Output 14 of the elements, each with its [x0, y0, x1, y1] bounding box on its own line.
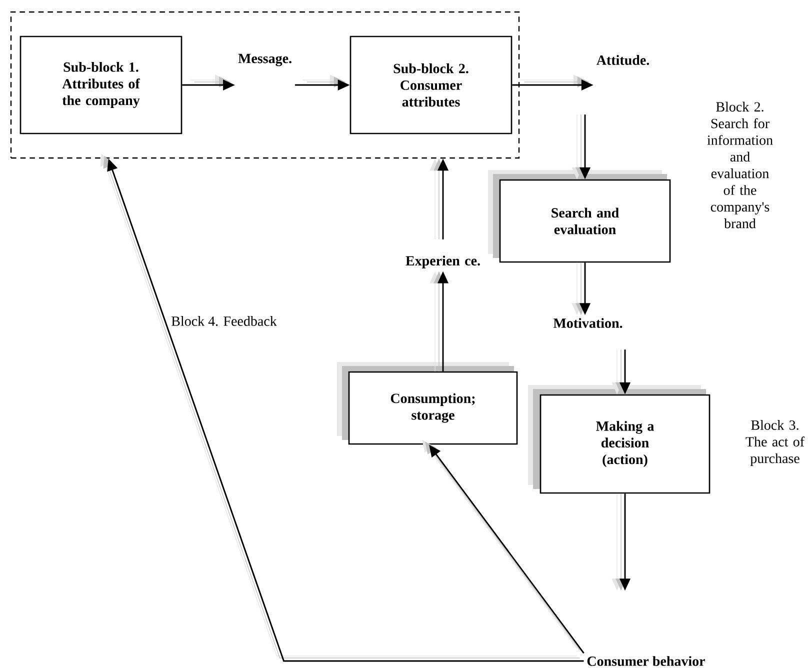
process-box: Making a decision (action) [528, 385, 710, 494]
flow-label: Message. [238, 54, 292, 66]
process-box: Consumption; storage [337, 362, 518, 445]
block-caption: Block 2. Search for information and evaluation of the company's brand [707, 102, 773, 228]
block-caption: Block 3. The act of purchase [746, 420, 805, 466]
flow-label: Motivation. [553, 318, 622, 328]
process-box: Search and evaluation [488, 170, 671, 263]
flow-label: Consumer behavior [587, 656, 706, 666]
process-box: Sub-block 1. Attributes of the company [20, 36, 182, 134]
flow-label: Experien ce. [406, 256, 480, 268]
block-label: Block 4. Feedback [172, 316, 277, 326]
process-box: Sub-block 2. Consumer attributes [350, 36, 512, 134]
flow-label: Attitude. [596, 55, 650, 65]
dashed-group-frame [10, 11, 520, 159]
